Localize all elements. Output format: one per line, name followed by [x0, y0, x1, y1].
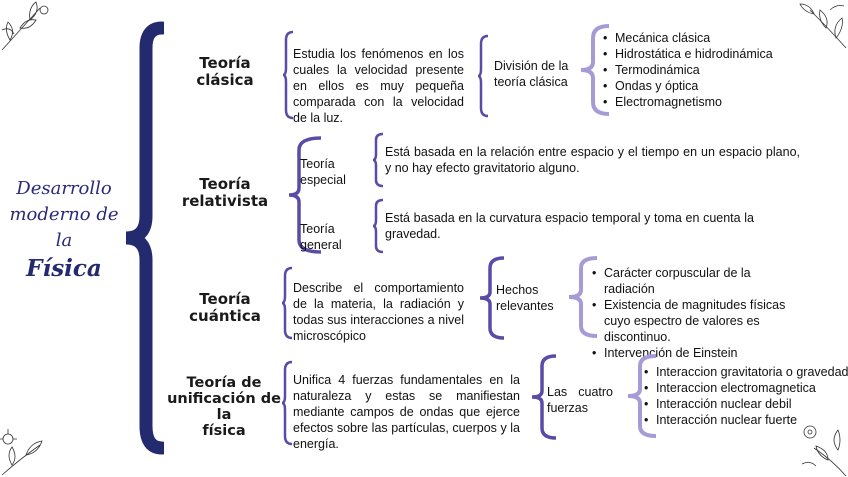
section-2-title: Teoría relativista: [170, 176, 280, 210]
section-3-title-line-1: Teoría: [199, 290, 251, 308]
list-item: Interacción nuclear debil: [644, 396, 848, 412]
list-item: Interaccion electromagnetica: [644, 380, 848, 396]
section-1-item-list: Mecánica clásica Hidrostática e hidrodin…: [601, 30, 785, 110]
flower-decoration-bottom-left-icon: [0, 429, 43, 476]
section-3-title: Teoría cuántica: [170, 291, 280, 325]
section-4-sublabel: Las cuatro fuerzas: [547, 385, 613, 415]
list-item: Interacción nuclear fuerte: [644, 412, 848, 428]
list-item: Electromagnetismo: [603, 94, 785, 110]
main-title-line-2: moderno de: [9, 204, 119, 225]
list-item: Hidrostática e hidrodinámica: [603, 46, 785, 62]
section-3-items-brace: [568, 256, 598, 338]
flower-decoration-top-right-icon: [799, 3, 847, 49]
section-1-title-line-1: Teoría: [199, 54, 251, 72]
section-2-title-line-1: Teoría: [199, 175, 251, 193]
main-title-line-4: Física: [26, 255, 102, 282]
section-3-description-brace: [282, 266, 293, 340]
section-2-branch-1-brace: [373, 132, 384, 188]
section-4-title: Teoría de unificación de la física: [160, 375, 288, 439]
flower-decoration-bottom-right-icon: [801, 425, 847, 477]
section-2-branch-2-text: Está basada en la curvatura espacio temp…: [385, 211, 754, 241]
section-1-description-brace: [283, 30, 294, 120]
list-item: Ondas y óptica: [603, 78, 785, 94]
section-2-branch-1-label: Teoría especial: [300, 157, 346, 187]
main-title: Desarrollo moderno de la Física: [2, 176, 126, 284]
section-2-branch-2-label: Teoría general: [300, 222, 342, 252]
section-4-title-line-2: unificación de la: [167, 391, 281, 423]
section-1-sublabel: División de la teoría clásica: [494, 59, 569, 89]
section-1-title: Teoría clásica: [172, 55, 278, 89]
section-1-description: Estudia los fenómenos en los cuales la v…: [293, 47, 464, 125]
list-item: Existencia de magnitudes físicas cuyo es…: [592, 297, 800, 345]
section-3-description: Describe el comportamiento de la materia…: [293, 281, 464, 343]
section-4-item-list: Interaccion gravitatoria o gravedad Inte…: [642, 364, 848, 428]
section-4-title-line-1: Teoría de: [186, 375, 262, 391]
section-3-title-line-2: cuántica: [189, 307, 261, 325]
list-item: Intervención de Einstein: [592, 345, 800, 361]
section-4-sublabel-brace: [531, 354, 557, 440]
main-title-line-3: la: [55, 230, 73, 251]
section-2-title-line-2: relativista: [181, 192, 269, 210]
section-2-branch-1-text: Está basada en la relación entre espacio…: [385, 145, 800, 175]
main-title-line-1: Desarrollo: [16, 178, 112, 199]
main-brace: [125, 21, 164, 455]
list-item: Termodinámica: [603, 62, 785, 78]
section-1-items-brace: [580, 24, 610, 116]
section-1-title-line-2: clásica: [196, 71, 254, 89]
section-3-sublabel-brace: [479, 256, 505, 340]
section-1-sublabel-brace: [478, 34, 489, 118]
section-4-title-line-3: física: [202, 423, 246, 439]
list-item: Carácter corpuscular de la radiación: [592, 265, 800, 297]
section-3-sublabel: Hechos relevantes: [496, 283, 554, 313]
section-4-description: Unifica 4 fuerzas fundamentales en la na…: [293, 373, 520, 451]
section-2-branch-2-brace: [373, 198, 384, 254]
section-3-item-list: Carácter corpuscular de la radiación Exi…: [590, 265, 800, 361]
list-item: Interaccion gravitatoria o gravedad: [644, 364, 848, 380]
flower-decoration-top-left-icon: [1, 1, 49, 51]
section-4-items-brace: [627, 354, 657, 438]
section-2-branch-brace: [288, 136, 322, 254]
section-4-description-brace: [282, 360, 293, 446]
list-item: Mecánica clásica: [603, 30, 785, 46]
